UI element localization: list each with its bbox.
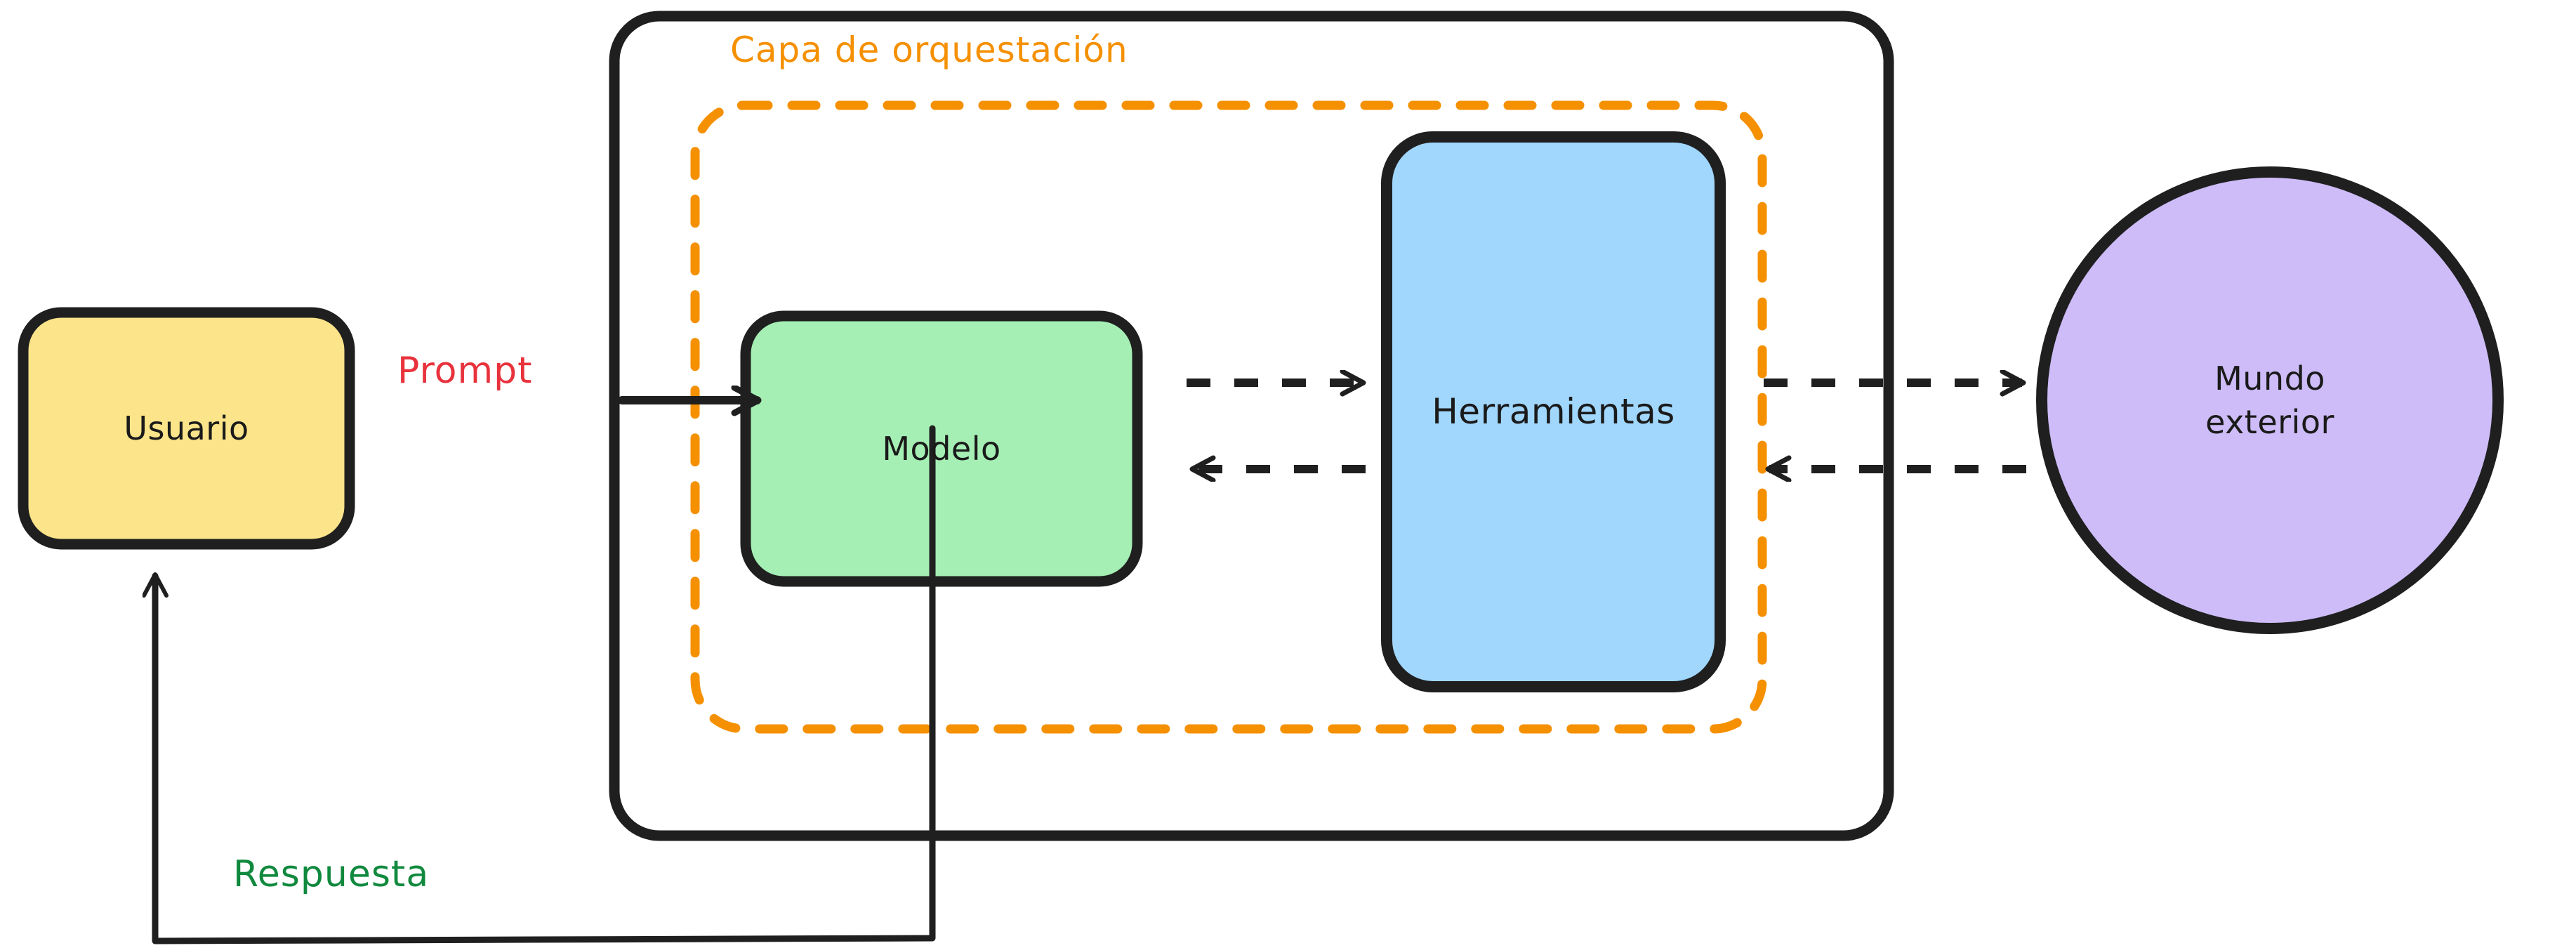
node-mundo-exterior[interactable]: [2036, 166, 2504, 634]
container-sistema: [609, 11, 1894, 841]
node-modelo[interactable]: [740, 310, 1143, 587]
container-capa-orquestacion: [690, 100, 1767, 734]
edge-respuesta: [155, 425, 936, 944]
node-usuario[interactable]: [18, 307, 355, 550]
edge-prompt-label: Prompt: [397, 350, 533, 392]
edge-respuesta-label: Respuesta: [233, 853, 430, 895]
container-capa-orquestacion-label: Capa de orquestación: [730, 29, 1128, 70]
node-herramientas[interactable]: [1381, 131, 1726, 692]
